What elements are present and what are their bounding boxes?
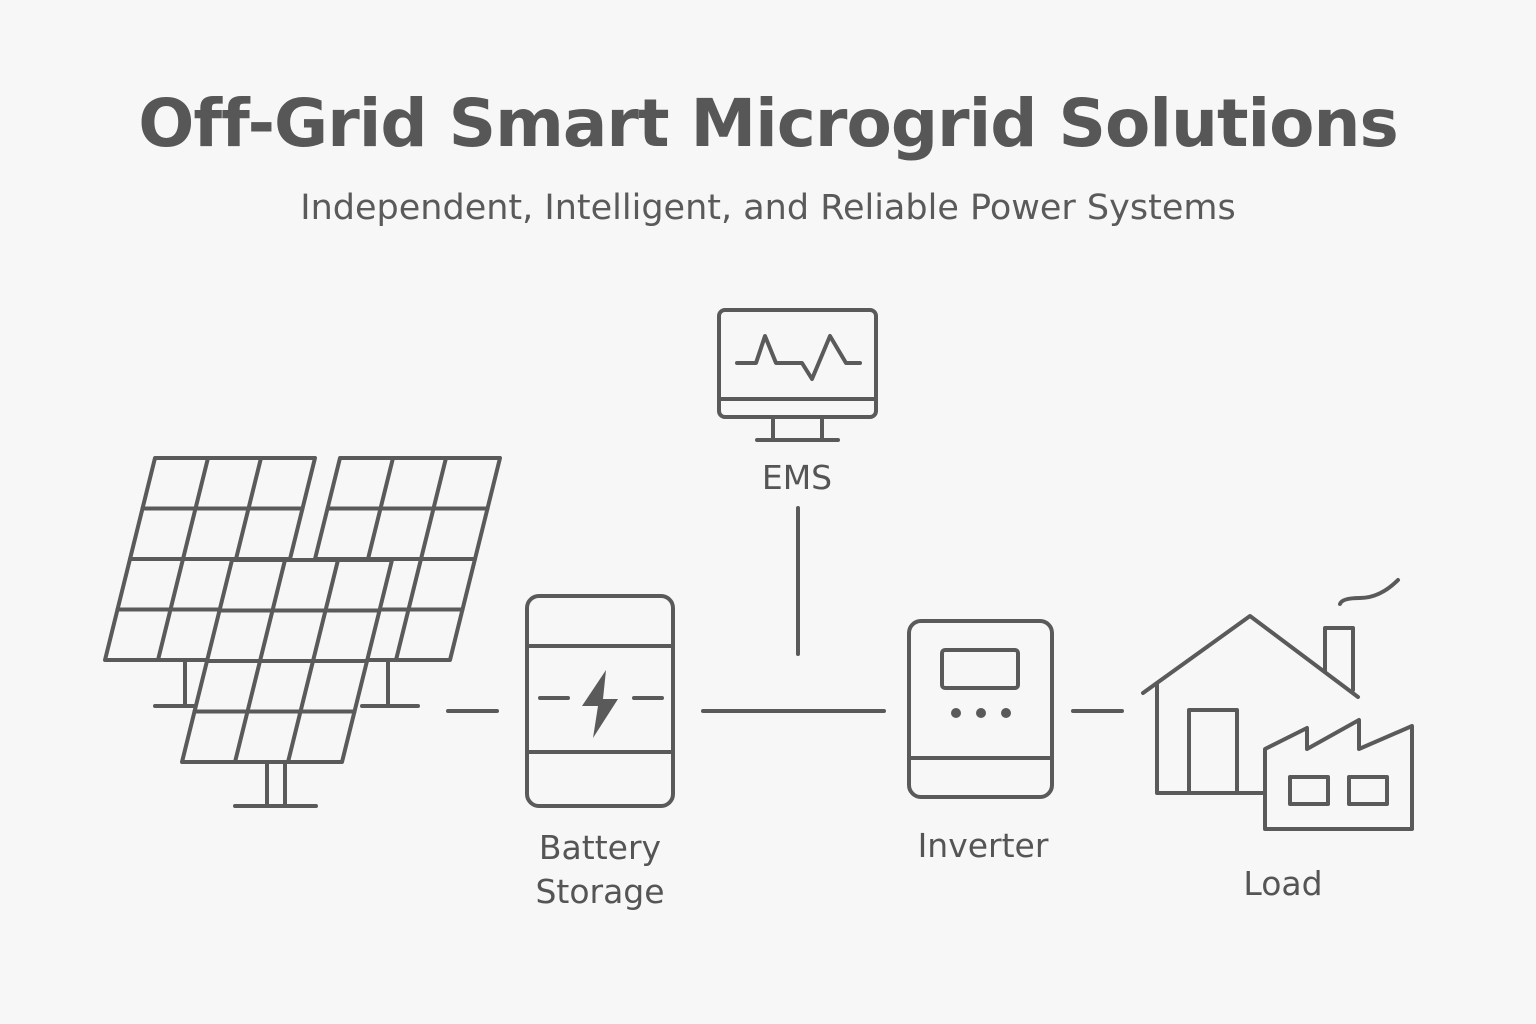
page-subtitle: Independent, Intelligent, and Reliable P… [300,188,1236,228]
ems-label: EMS [761,458,833,497]
battery-icon [525,594,675,808]
battery-storage-label: Battery Storage [480,826,720,914]
inverter-icon [907,619,1054,799]
house-factory-icon [1141,578,1414,831]
solar-panels-icon [103,456,502,808]
waveform-icon [735,334,862,381]
load-label: Load [1243,864,1323,903]
monitor-icon [717,308,878,442]
solar-panel-front [180,558,394,808]
house-icon [1141,578,1400,795]
battery-label-line2: Storage [535,872,665,911]
lightning-bolt-icon [582,670,618,738]
battery-label-line1: Battery [538,828,662,867]
page-title: Off-Grid Smart Microgrid Solutions [138,85,1398,162]
factory-icon [1263,718,1414,831]
inverter-label: Inverter [917,826,1049,865]
